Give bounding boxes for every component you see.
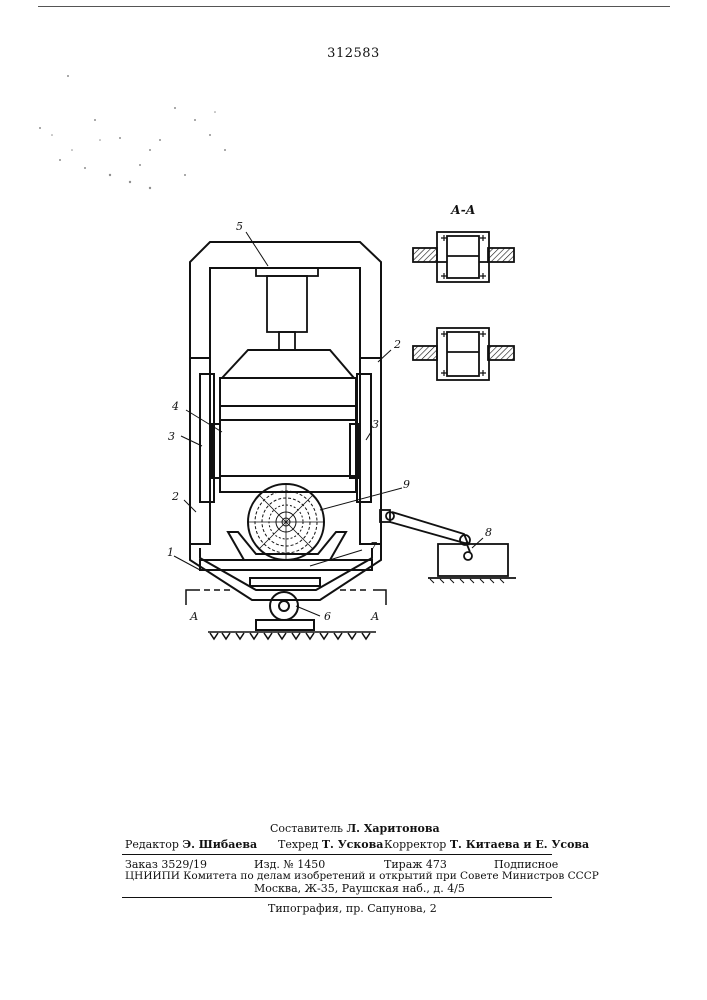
label-3-left: 3 (168, 430, 175, 443)
editor-name: Э. Шибаева (182, 838, 257, 851)
techred-line: Техред Т. Ускова (278, 838, 383, 851)
label-8: 8 (485, 526, 492, 539)
printer-line: Типография, пр. Сапунова, 2 (268, 902, 437, 915)
label-6: 6 (324, 610, 331, 623)
technical-drawing: А-А 5 2 4 3 3 2 9 1 7 8 6 А А (0, 0, 707, 700)
label-a-right: А (370, 610, 379, 623)
techred-name: Т. Ускова (322, 838, 384, 851)
portal-frame (190, 242, 381, 358)
guide-columns (190, 358, 381, 544)
section-title: А-А (450, 203, 476, 217)
editor-line: Редактор Э. Шибаева (125, 838, 257, 851)
techred-label: Техред (278, 838, 318, 851)
label-3-right: 3 (372, 418, 379, 431)
section-view-lower (413, 328, 514, 380)
log (248, 484, 324, 560)
corrector-line: Корректор Т. Китаева и Е. Усова (384, 838, 589, 851)
label-2-left: 2 (171, 490, 179, 503)
footer-divider-bottom (122, 897, 552, 898)
compiler-name: Л. Харитонова (346, 822, 439, 835)
footer-divider-top (122, 854, 552, 855)
label-9: 9 (403, 478, 410, 491)
label-a-left: А (189, 610, 198, 623)
scan-smudge (39, 75, 226, 189)
press-head (220, 350, 356, 406)
label-1: 1 (167, 546, 174, 559)
label-7: 7 (370, 540, 377, 553)
address-line: Москва, Ж-35, Раушская наб., д. 4/5 (254, 882, 465, 895)
tilt-linkage (380, 510, 516, 583)
compiler-line: Составитель Л. Харитонова (270, 822, 440, 835)
hydraulic-cylinder (256, 268, 318, 350)
organization-line: ЦНИИПИ Комитета по делам изобретений и о… (125, 870, 599, 882)
editor-label: Редактор (125, 838, 179, 851)
corrector-names: Т. Китаева и Е. Усова (450, 838, 589, 851)
pivot-base (256, 592, 314, 630)
label-5: 5 (236, 220, 243, 233)
corrector-label: Корректор (384, 838, 446, 851)
label-2-right: 2 (393, 338, 401, 351)
compiler-label: Составитель (270, 822, 343, 835)
upper-die (220, 406, 356, 492)
section-view-upper (413, 232, 514, 282)
side-plates (212, 424, 358, 478)
label-4: 4 (171, 400, 179, 413)
ground-line (208, 632, 376, 639)
